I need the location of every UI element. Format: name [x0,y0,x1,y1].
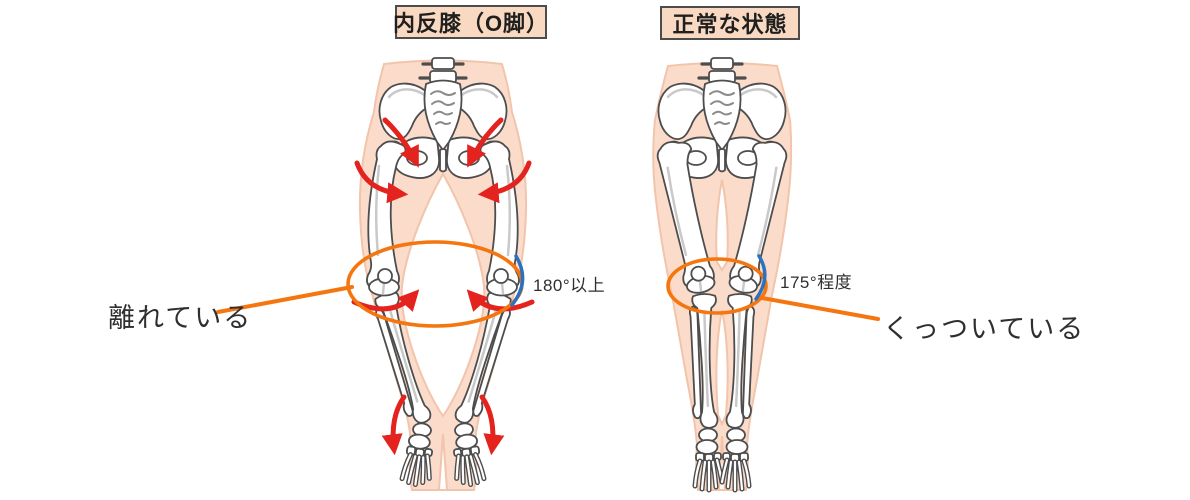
angle-label-normal: 175°程度 [780,273,853,292]
varum-angle-arc [510,254,525,307]
callout-knees-touching: くっついている [883,314,1086,344]
varum-figure [216,58,535,491]
foot-rotation-arrow-right [479,394,505,456]
normal-callout-leader-line [760,296,880,321]
varum-callout-leader-line [216,285,354,314]
normal-figure [652,58,880,490]
callout-knees-apart: 離れている [108,303,253,333]
foot-rotation-arrow-left [381,394,407,456]
hip-rotation-arrow-left [382,117,419,168]
angle-label-varum: 180°以上 [533,276,606,295]
hip-rotation-arrow-right [467,117,504,168]
knee-contact-highlight-ellipse [666,257,768,315]
thigh-rotation-arrow-right [477,160,532,204]
knee-rotation-arrow-right [466,289,535,312]
thigh-rotation-arrow-left [354,160,409,204]
title-normal-state: 正常な状態 [660,6,800,40]
title-genu-varum: 内反膝（O脚） [393,5,548,39]
normal-angle-arc [754,254,767,301]
